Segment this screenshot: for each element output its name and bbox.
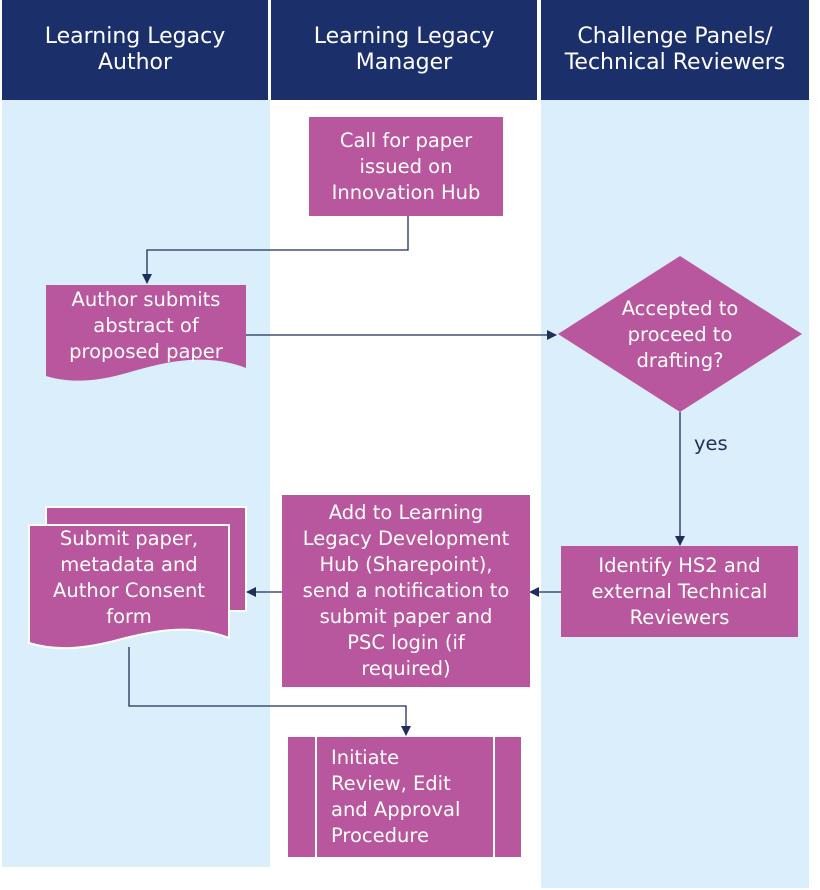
submit-paper-document-shape [28, 524, 230, 650]
add-to-hub-node: Add to Learning Legacy Development Hub (… [282, 495, 530, 687]
submit-paper-label: Submit paper, metadata and Author Consen… [53, 527, 205, 628]
author-submits-text: Author submits abstract of proposed pape… [46, 285, 246, 367]
yes-edge-label: yes [694, 432, 728, 455]
initiate-review-label: Initiate Review, Edit and Approval Proce… [331, 746, 461, 847]
connector-submit-to-initiate [128, 647, 411, 736]
connector-call-to-author [142, 216, 409, 284]
lane-title-reviewers: Challenge Panels/ Technical Reviewers [564, 24, 786, 75]
accepted-decision-shape [558, 256, 802, 412]
lane-header-reviewers: Challenge Panels/ Technical Reviewers [541, 0, 809, 100]
lane-title-manager: Learning Legacy Manager [313, 24, 495, 75]
lane-header-author: Learning Legacy Author [2, 0, 268, 100]
identify-reviewers-node: Identify HS2 and external Technical Revi… [561, 546, 798, 637]
author-submits-label: Author submits abstract of proposed pape… [69, 288, 223, 363]
initiate-review-process-shape [288, 737, 521, 857]
accepted-decision-label: Accepted to proceed to drafting? [621, 297, 739, 372]
lane-author-background [2, 100, 270, 867]
call-for-paper-node: Call for paper issued on Innovation Hub [309, 117, 503, 216]
accepted-decision-text: Accepted to proceed to drafting? [585, 295, 775, 375]
lane-header-manager: Learning Legacy Manager [271, 0, 537, 100]
lane-title-author: Learning Legacy Author [44, 24, 226, 75]
initiate-review-text: Initiate Review, Edit and Approval Proce… [331, 745, 491, 849]
lane-reviewers-background [541, 100, 809, 888]
submit-paper-text: Submit paper, metadata and Author Consen… [29, 526, 229, 630]
add-to-hub-label: Add to Learning Legacy Development Hub (… [302, 501, 510, 680]
author-submits-document-shape [46, 285, 246, 381]
identify-reviewers-label: Identify HS2 and external Technical Revi… [591, 553, 768, 629]
call-for-paper-label: Call for paper issued on Innovation Hub [331, 128, 481, 204]
